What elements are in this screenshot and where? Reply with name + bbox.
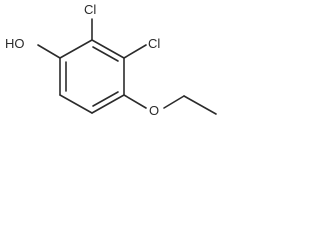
ether-oxygen-label: O [149,103,159,118]
ring-bond-c2-c3 [91,39,125,59]
ring-bond-c4-c5 [91,94,125,114]
ring-double-bond-c4-c5 [92,91,119,107]
bond-oxygen-ch2 [163,95,185,109]
ring-bond-c1-c2 [59,39,93,59]
chemical-structure: HO Cl Cl O [5,2,217,118]
chlorine-label-right: Cl [148,36,160,51]
benzene-ring [59,39,125,114]
bond-ch2-ch3 [183,95,217,115]
ring-bond-c5-c6 [59,94,93,114]
bond-c3-chlorine [123,44,147,59]
bond-c4-ether-oxygen [123,94,147,109]
bond-c1-hydroxyl [37,44,61,59]
ring-double-bond-c2-c3 [92,46,119,62]
hydroxyl-label: HO [5,36,25,51]
chlorine-label-top: Cl [84,2,96,17]
